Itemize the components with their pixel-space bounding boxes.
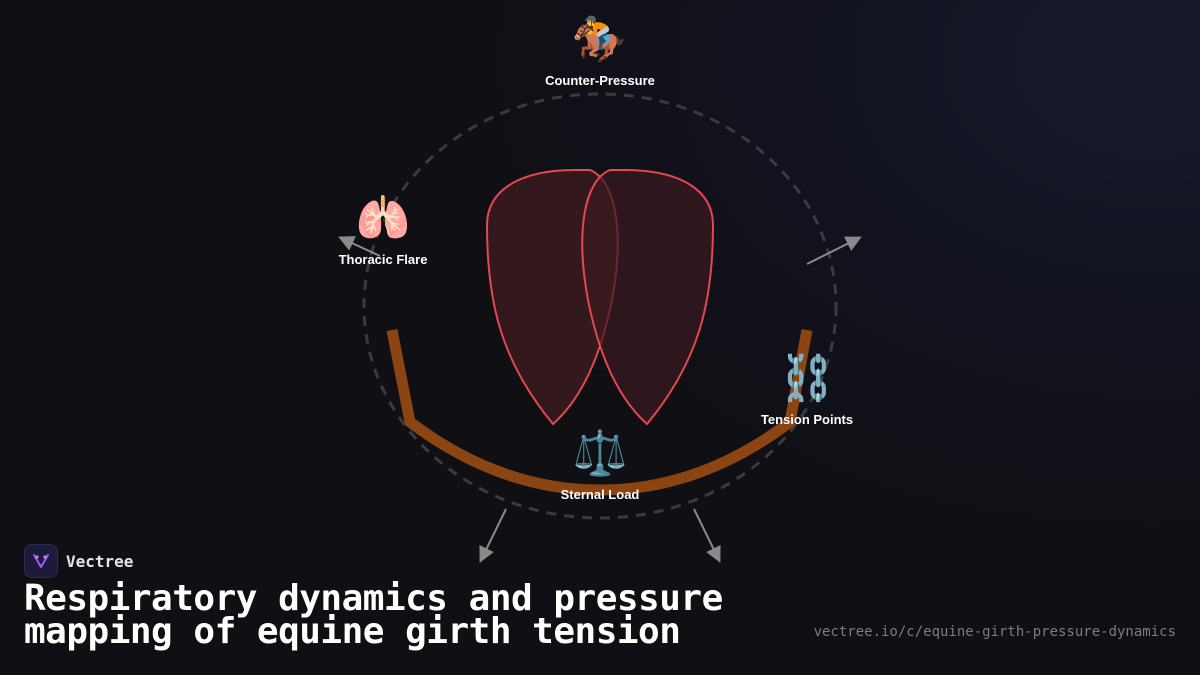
brand-name: Vectree (66, 551, 134, 571)
tension-points-label: Tension Points (760, 412, 854, 427)
thoracic-flare-arrow (338, 236, 381, 257)
v-logo-icon (24, 544, 58, 578)
page-title: Respiratory dynamics and pressure mappin… (24, 578, 723, 652)
girth-strap (386, 328, 813, 496)
chains-icon: ⛓️ (779, 354, 835, 403)
lower-right-load-arrow (693, 508, 721, 563)
counter-pressure-label: Counter-Pressure (545, 73, 655, 88)
sternal-load-label: Sternal Load (560, 487, 640, 502)
right-lung-shape (581, 169, 715, 426)
brand: Vectree (24, 544, 133, 578)
balance-scale-icon: ⚖️ (572, 429, 628, 478)
source-url[interactable]: vectree.io/c/equine-girth-pressure-dynam… (813, 624, 1176, 640)
lungs-icon: 🫁 (355, 194, 411, 243)
right-flare-arrow (806, 236, 862, 265)
thoracic-flare-label: Thoracic Flare (338, 252, 428, 267)
lower-left-load-arrow (479, 508, 507, 563)
thorax-outline-ring (362, 92, 838, 520)
horse-racing-icon: 🏇 (571, 15, 627, 64)
